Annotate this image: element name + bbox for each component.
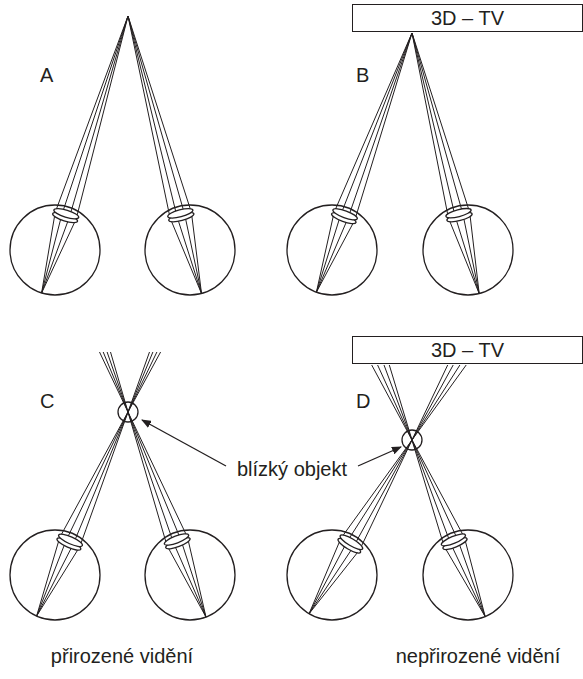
- eyeball: [423, 205, 513, 295]
- panel-letter: C: [38, 390, 56, 413]
- light-ray: [128, 16, 185, 214]
- panel-letter: B: [354, 64, 371, 87]
- eyeball: [287, 530, 377, 620]
- light-ray: [309, 538, 341, 613]
- light-ray: [103, 352, 181, 540]
- caption-label: přirozené vidění: [49, 645, 195, 668]
- light-ray: [100, 352, 188, 537]
- light-ray: [128, 16, 170, 218]
- light-ray: [316, 218, 348, 293]
- panel-letter: D: [354, 390, 372, 413]
- light-ray: [107, 352, 173, 543]
- light-ray: [360, 365, 448, 550]
- light-ray: [334, 33, 412, 212]
- light-ray: [70, 16, 129, 217]
- eyeball: [287, 205, 377, 295]
- light-ray: [412, 33, 463, 214]
- eyeball: [145, 205, 235, 295]
- light-ray: [412, 33, 448, 218]
- light-ray: [341, 33, 412, 215]
- light-ray: [316, 220, 354, 292]
- light-ray: [309, 546, 354, 614]
- eyeball: [423, 530, 513, 620]
- near-object: [402, 430, 422, 450]
- light-ray: [455, 216, 479, 294]
- light-ray: [316, 212, 334, 292]
- leader-arrow: [142, 420, 226, 466]
- light-ray: [354, 365, 453, 546]
- light-ray: [55, 16, 128, 212]
- light-ray: [384, 365, 451, 543]
- eye-lens: [440, 532, 467, 548]
- light-ray: [412, 33, 470, 212]
- eye-lens: [57, 532, 84, 549]
- light-ray: [470, 212, 480, 293]
- light-ray: [181, 540, 206, 617]
- light-ray: [111, 352, 167, 545]
- eyeball: [10, 205, 100, 295]
- light-ray: [177, 216, 202, 293]
- light-ray: [309, 550, 360, 614]
- eyeball: [10, 530, 100, 620]
- light-ray: [191, 212, 201, 293]
- leader-arrow: [358, 447, 401, 466]
- light-ray: [42, 212, 56, 293]
- tv-screen-box: 3D – TV: [352, 4, 583, 32]
- light-ray: [341, 365, 466, 538]
- light-ray: [42, 219, 77, 293]
- light-ray: [42, 214, 62, 293]
- light-ray: [348, 33, 412, 218]
- eye-lens: [445, 207, 472, 220]
- caption-label: nepřirozené vidění: [394, 645, 563, 668]
- light-ray: [128, 16, 191, 212]
- eyeball: [145, 530, 235, 620]
- light-ray: [355, 33, 412, 220]
- light-ray: [412, 33, 455, 216]
- light-ray: [76, 16, 128, 219]
- light-ray: [37, 547, 80, 617]
- screen-label: 3D – TV: [431, 339, 504, 362]
- eye-lens: [167, 207, 194, 220]
- light-ray: [62, 16, 128, 214]
- light-ray: [42, 217, 70, 293]
- light-ray: [347, 365, 460, 542]
- light-ray: [188, 537, 207, 617]
- light-ray: [458, 540, 485, 616]
- near-object: [118, 402, 138, 422]
- light-ray: [389, 365, 444, 546]
- eye-lens: [332, 207, 359, 223]
- light-ray: [37, 541, 67, 617]
- light-ray: [66, 352, 157, 541]
- tv-screen-box: 3D – TV: [352, 336, 583, 364]
- light-ray: [174, 543, 207, 617]
- callout-label: blízký objekt: [235, 458, 349, 481]
- eye-lens: [53, 206, 80, 220]
- light-ray: [60, 352, 161, 538]
- eye-lens: [338, 533, 364, 552]
- light-ray: [464, 538, 485, 617]
- light-ray: [451, 543, 486, 616]
- light-ray: [37, 544, 74, 616]
- light-ray: [128, 16, 177, 216]
- eye-lens: [163, 532, 190, 548]
- light-ray: [444, 546, 485, 617]
- light-ray: [372, 365, 465, 538]
- panel-letter: A: [38, 64, 55, 87]
- screen-label: 3D – TV: [431, 7, 504, 30]
- light-ray: [309, 542, 347, 614]
